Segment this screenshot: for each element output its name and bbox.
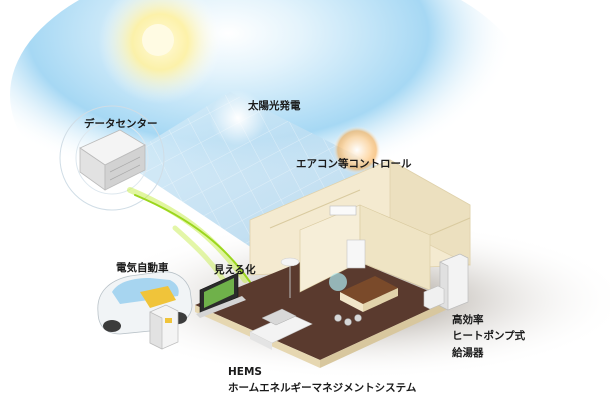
label-heat-pump-water-heater: 高効率 ヒートポンプ式 給湯器 [452,312,525,361]
label-hems-line-1: HEMS [228,364,416,380]
aircon-unit [330,206,356,215]
label-electric-vehicle: 電気自動車 [116,262,169,275]
label-data-center: データセンター [84,118,158,131]
label-visualization: 見える化 [214,264,256,277]
ev-charger-icon [150,305,178,349]
label-heatpump-line-3: 給湯器 [452,345,525,361]
label-hems-line-2: ホームエネルギーマネジメントシステム [228,380,416,396]
label-heatpump-line-2: ヒートポンプ式 [452,328,525,344]
label-heatpump-line-1: 高効率 [452,312,525,328]
panel-glow [210,90,266,146]
label-aircon-control: エアコン等コントロール [296,158,412,171]
label-solar-power: 太陽光発電 [248,100,301,113]
label-hems: HEMS ホームエネルギーマネジメントシステム [228,364,416,397]
